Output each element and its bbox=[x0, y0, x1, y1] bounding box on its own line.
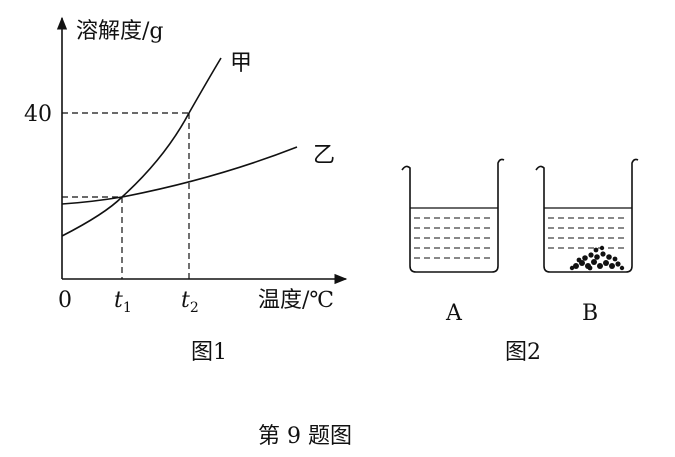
question-figure-caption: 第 9 题图 bbox=[258, 424, 352, 449]
y-axis-label: 溶解度/g bbox=[76, 19, 164, 44]
beakers-figure: A B bbox=[401, 158, 639, 365]
origin-label: 0 bbox=[58, 288, 72, 313]
beaker-b-outline bbox=[535, 158, 639, 273]
beaker-a-outline bbox=[401, 158, 505, 273]
solubility-chart: 溶解度/g 温度/℃ 0 40 t1 t2 甲 乙 图1 bbox=[24, 16, 348, 365]
beaker-b-liquid-dashes bbox=[548, 217, 628, 249]
series-label-yi: 乙 bbox=[313, 143, 335, 168]
x-tick-label-t2: t2 bbox=[181, 288, 199, 316]
x-axis-label: 温度/℃ bbox=[258, 288, 334, 313]
figure1-caption: 图1 bbox=[191, 340, 227, 365]
y-tick-label-40: 40 bbox=[24, 102, 52, 127]
beaker-b: B bbox=[535, 158, 639, 326]
figure2-caption: 图2 bbox=[505, 340, 541, 365]
beaker-b-label: B bbox=[582, 301, 598, 326]
series-yi-curve bbox=[61, 146, 298, 205]
beaker-a-liquid-dashes bbox=[414, 217, 494, 259]
beaker-b-sediment bbox=[569, 245, 625, 271]
series-jia-curve bbox=[61, 57, 222, 237]
beaker-a: A bbox=[401, 158, 505, 326]
beaker-a-label: A bbox=[445, 301, 463, 326]
series-label-jia: 甲 bbox=[230, 51, 252, 76]
x-tick-label-t1: t1 bbox=[114, 288, 132, 316]
